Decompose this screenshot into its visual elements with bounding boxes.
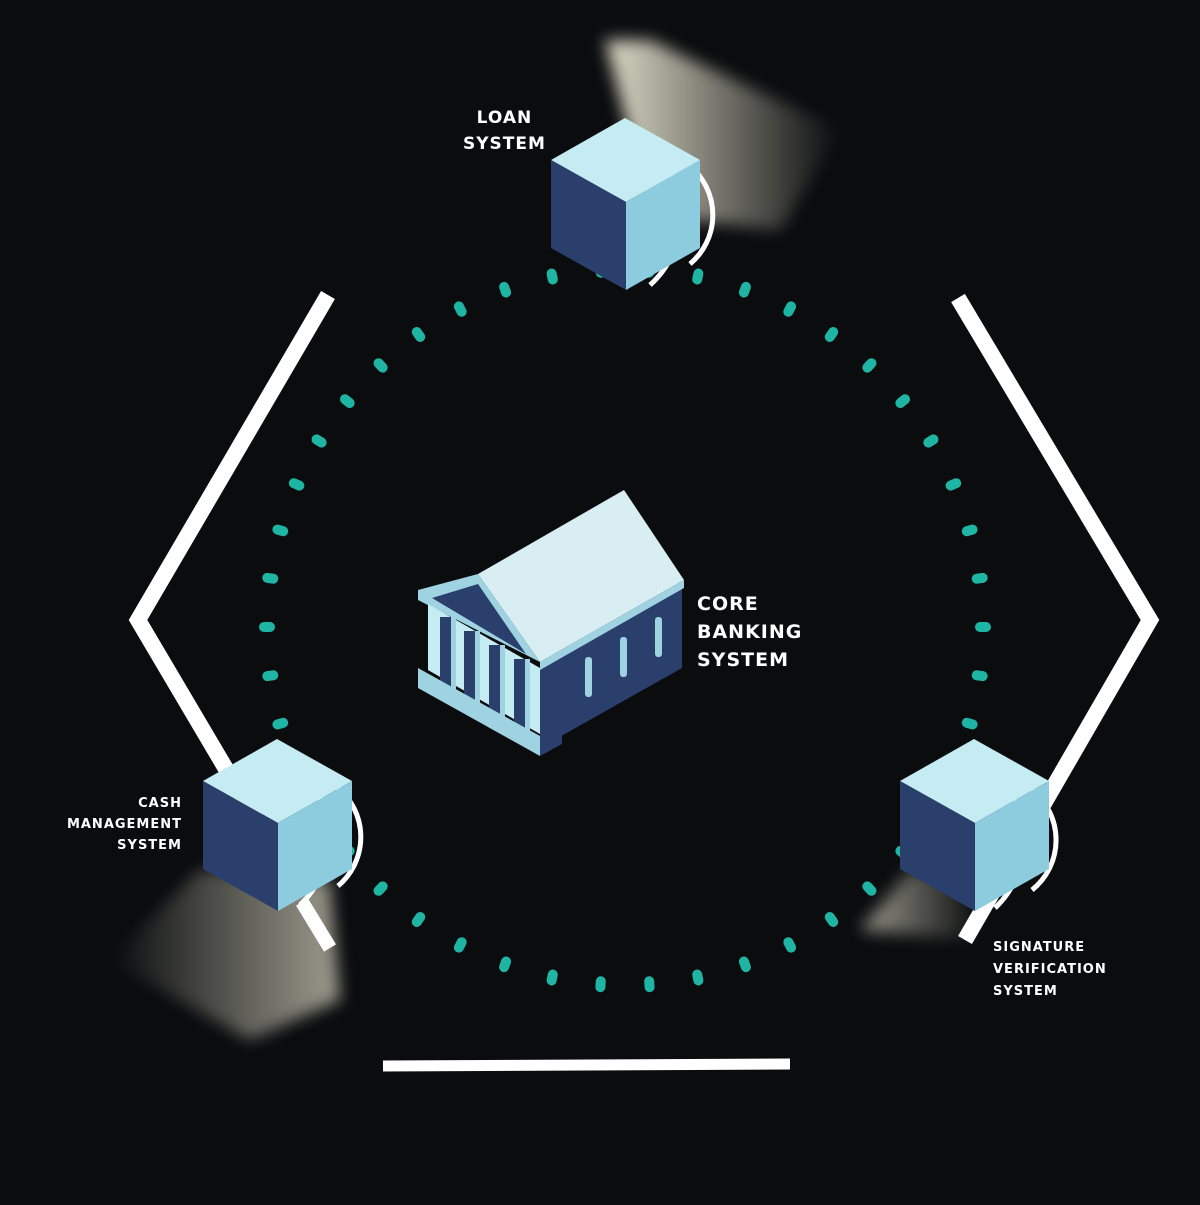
ring-dot xyxy=(824,327,839,342)
label-core-line-1: CORE xyxy=(697,593,759,615)
ring-dot xyxy=(595,976,606,993)
ring-dot xyxy=(692,268,704,285)
label-loan-line-1: LOAN xyxy=(476,108,533,128)
ring-dot xyxy=(339,394,355,408)
label-sig-line-1: SIGNATURE xyxy=(993,940,1086,955)
ring-dot xyxy=(499,281,512,298)
label-loan-system: LOAN SYSTEM xyxy=(463,105,546,157)
ring-dot xyxy=(945,478,962,491)
label-sig-line-3: SYSTEM xyxy=(993,984,1058,999)
ring-dot xyxy=(453,937,467,953)
ring-dot xyxy=(311,434,327,448)
ring-dot xyxy=(259,622,275,632)
ring-dot xyxy=(961,524,978,537)
label-core-line-2: BANKING xyxy=(697,621,803,643)
ring-dot xyxy=(862,881,877,896)
ring-dot xyxy=(411,912,426,927)
ring-dot xyxy=(373,358,388,373)
label-cash-management-system: CASH MANAGEMENT SYSTEM xyxy=(40,793,182,856)
ring-dot xyxy=(783,937,797,953)
frame-left-segment xyxy=(128,290,335,840)
label-sig-line-2: VERIFICATION xyxy=(993,962,1107,977)
ring-dot xyxy=(262,670,279,682)
ring-dot xyxy=(738,956,751,973)
light-beam-left xyxy=(110,870,340,1040)
ring-dot xyxy=(546,969,558,986)
ring-dot xyxy=(499,956,512,973)
label-cash-line-2: MANAGEMENT xyxy=(66,817,182,832)
ring-dot xyxy=(975,622,991,632)
ring-dot xyxy=(971,572,988,584)
ring-dot xyxy=(783,301,797,317)
ring-dot xyxy=(738,281,751,298)
ring-dot xyxy=(692,969,704,986)
frame-bottom-segment xyxy=(382,1058,791,1072)
ring-dot xyxy=(453,301,467,317)
label-core-banking-system: CORE BANKING SYSTEM xyxy=(697,590,802,674)
ring-dot xyxy=(644,976,655,993)
ring-dot xyxy=(546,268,558,285)
ring-dot xyxy=(288,478,305,491)
ring-dot xyxy=(272,524,289,537)
cube-signature xyxy=(900,739,1049,911)
cube-loan xyxy=(551,118,700,290)
ring-dot xyxy=(824,912,839,927)
cube-cash xyxy=(203,739,352,911)
label-cash-line-3: SYSTEM xyxy=(117,838,182,853)
ring-dot xyxy=(961,717,978,730)
label-signature-verification-system: SIGNATURE VERIFICATION SYSTEM xyxy=(993,937,1107,1003)
bank-building-icon xyxy=(418,490,684,756)
label-loan-line-2: SYSTEM xyxy=(463,134,546,154)
label-core-line-3: SYSTEM xyxy=(697,649,789,671)
label-cash-line-1: CASH xyxy=(138,796,182,811)
ring-dot xyxy=(411,327,426,342)
ring-dot xyxy=(262,572,279,584)
ring-dot xyxy=(272,717,289,730)
frame-left-lower-stub xyxy=(296,898,336,952)
ring-dot xyxy=(895,394,911,408)
ring-dot xyxy=(971,670,988,682)
ring-dot xyxy=(373,881,388,896)
ring-dot xyxy=(862,358,877,373)
ring-dot xyxy=(923,434,939,448)
